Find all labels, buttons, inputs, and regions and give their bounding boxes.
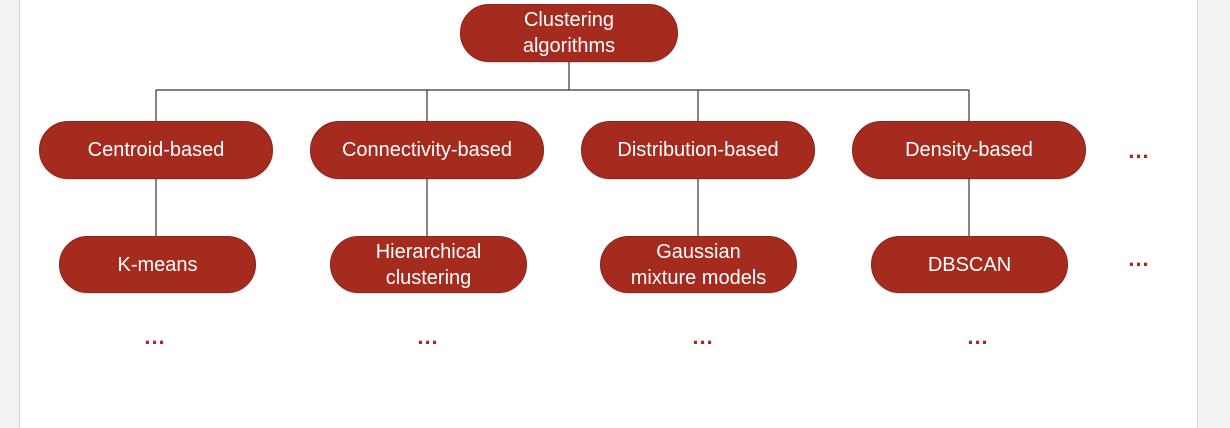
more-categories-ellipsis: ...	[1128, 138, 1150, 163]
more-examples-ellipsis: ...	[1128, 246, 1150, 271]
more-distribution-ellipsis: ...	[692, 324, 714, 349]
category-node-connectivity-based: Connectivity-based	[310, 121, 544, 179]
category-node-density-based: Density-based	[852, 121, 1086, 179]
more-connectivity-ellipsis: ...	[417, 324, 439, 349]
example-node-dbscan: DBSCAN	[871, 236, 1068, 293]
more-density-ellipsis: ...	[967, 324, 989, 349]
category-node-centroid-based: Centroid-based	[39, 121, 273, 179]
example-node-k-means: K-means	[59, 236, 256, 293]
example-node-hierarchical-clustering: Hierarchical clustering	[330, 236, 527, 293]
diagram-canvas	[19, 0, 1198, 428]
category-node-distribution-based: Distribution-based	[581, 121, 815, 179]
example-node-gaussian-mixture-models: Gaussian mixture models	[600, 236, 797, 293]
root-node-clustering-algorithms: Clustering algorithms	[460, 4, 678, 62]
more-centroid-ellipsis: ...	[144, 324, 166, 349]
